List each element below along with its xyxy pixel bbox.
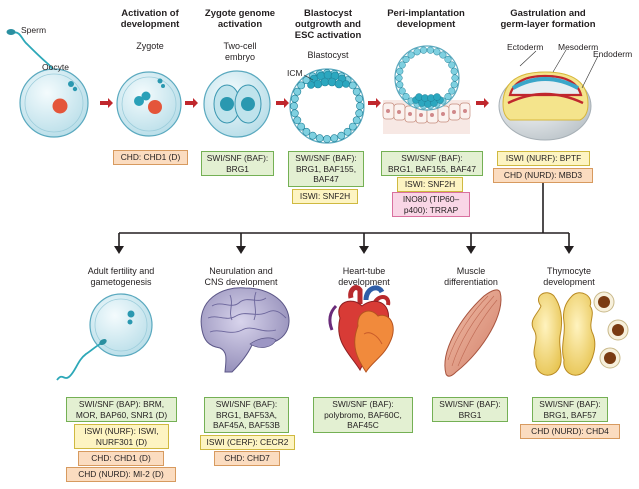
mesoderm-label: Mesoderm bbox=[558, 42, 599, 52]
gastrulation-illustration bbox=[498, 49, 599, 141]
stage-2-subtitle: Two-cell embryo bbox=[223, 41, 257, 62]
muscle-illustration bbox=[444, 289, 502, 377]
oocyte-illustration bbox=[6, 29, 89, 138]
blastocyst-illustration bbox=[289, 68, 365, 144]
branch-heart-title: Heart-tube development bbox=[338, 266, 390, 287]
fertility-nurd-box: CHD (NURD): MI-2 (D) bbox=[66, 467, 176, 482]
fertility-iswi-box: ISWI (NURF): ISWI, NURF301 (D) bbox=[74, 424, 169, 449]
stage-5-title: Gastrulation and germ-layer formation bbox=[500, 8, 596, 30]
two-cell-swisnf-box: SWI/SNF (BAF): BRG1 bbox=[201, 151, 274, 176]
thymus-illustration bbox=[531, 291, 629, 376]
muscle-swisnf-box: SWI/SNF (BAF): BRG1 bbox=[432, 397, 508, 422]
icm-label: ICM bbox=[287, 68, 303, 78]
sperm-label: Sperm bbox=[21, 25, 47, 35]
peri-swisnf-box: SWI/SNF (BAF): BRG1, BAF155, BAF47 bbox=[381, 151, 483, 176]
branch-neurulation-title: Neurulation and CNS development bbox=[204, 266, 278, 287]
gastrulation-iswi-box: ISWI (NURF): BPTF bbox=[497, 151, 590, 166]
neurulation-iswi-box: ISWI (CERF): CECR2 bbox=[200, 435, 295, 450]
stage-4-title: Peri-implantation development bbox=[387, 8, 465, 30]
thymocyte-swisnf-box: SWI/SNF (BAF): BRG1, BAF57 bbox=[532, 397, 608, 422]
gastrulation-chd-box: CHD (NURD): MBD3 bbox=[493, 168, 593, 183]
zygote-illustration bbox=[116, 71, 182, 137]
fertility-swisnf-box: SWI/SNF (BAP): BRM, MOR, BAP60, SNR1 (D) bbox=[66, 397, 177, 422]
stage-3-title: Blastocyst outgrowth and ESC activation bbox=[294, 8, 362, 41]
neurulation-swisnf-box: SWI/SNF (BAF): BRG1, BAF53A, BAF45A, BAF… bbox=[204, 397, 289, 433]
neurulation-chd-box: CHD: CHD7 bbox=[214, 451, 280, 466]
stage-1-title: Activation of development bbox=[120, 8, 180, 30]
peri-ino80-box: INO80 (TIP60– p400): TRRAP bbox=[392, 192, 470, 217]
branch-connectors bbox=[114, 183, 574, 254]
stage-2-title: Zygote genome activation bbox=[204, 8, 276, 30]
ectoderm-label: Ectoderm bbox=[507, 42, 544, 52]
stage-3-subtitle: Blastocyst bbox=[307, 50, 349, 60]
thymocyte-chd-box: CHD (NURD): CHD4 bbox=[520, 424, 620, 439]
progression-arrows bbox=[100, 98, 489, 108]
branch-muscle-title: Muscle differentiation bbox=[444, 266, 498, 287]
fertility-chd1-box: CHD: CHD1 (D) bbox=[78, 451, 164, 466]
branch-fertility-title: Adult fertility and gametogenesis bbox=[87, 266, 155, 287]
peri-iswi-box: ISWI: SNF2H bbox=[397, 177, 463, 192]
heart-illustration bbox=[328, 285, 394, 373]
two-cell-embryo-illustration bbox=[203, 70, 271, 138]
brain-illustration bbox=[200, 287, 290, 373]
blastocyst-swisnf-box: SWI/SNF (BAF): BRG1, BAF155, BAF47 bbox=[288, 151, 364, 187]
branch-thymocyte-title: Thymocyte development bbox=[543, 266, 595, 287]
heart-swisnf-box: SWI/SNF (BAF): polybromo, BAF60C, BAF45C bbox=[313, 397, 413, 433]
endoderm-label: Endoderm bbox=[593, 49, 633, 59]
stage-1-subtitle: Zygote bbox=[136, 41, 164, 51]
peri-implantation-illustration bbox=[382, 45, 471, 134]
blastocyst-iswi-box: ISWI: SNF2H bbox=[292, 189, 358, 204]
oocyte-label: Oocyte bbox=[42, 62, 69, 72]
adult-oocyte-illustration bbox=[56, 293, 153, 381]
zygote-chd-box: CHD: CHD1 (D) bbox=[113, 150, 188, 165]
